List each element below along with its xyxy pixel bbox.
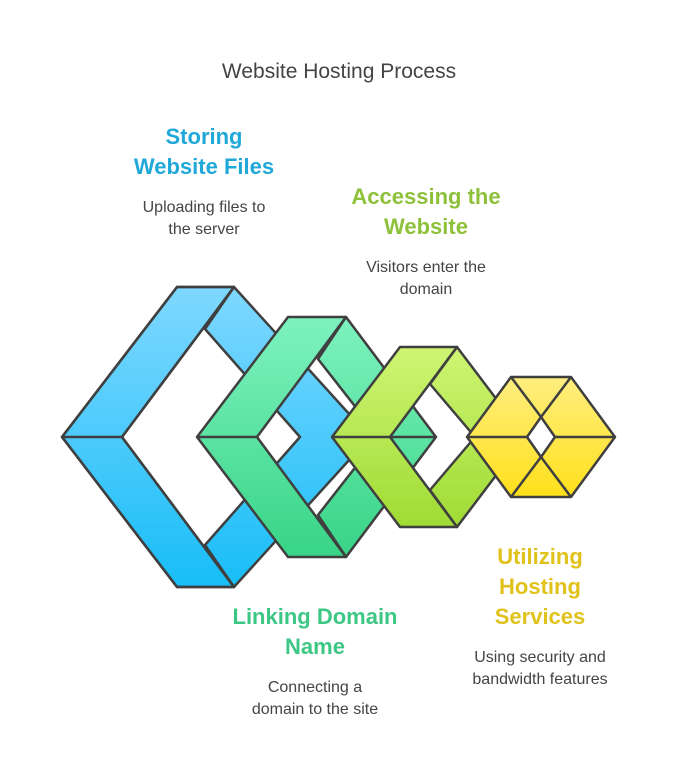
page-title: Website Hosting Process: [221, 60, 457, 83]
step-4-description: Using security and bandwidth features: [472, 649, 608, 688]
step-4-title: Utilizing Hosting Services: [494, 544, 586, 629]
step-3-description: Visitors enter the domain: [366, 259, 486, 298]
blue-chevron-shape: [60, 285, 372, 589]
step-3-title: Accessing the Website: [351, 184, 501, 239]
green-chevron-shape: [195, 315, 438, 559]
step-1-title: Storing Website Files: [133, 124, 275, 179]
step-2-title: Linking Domain Name: [232, 604, 398, 659]
step-2-description: Connecting a domain to the site: [251, 679, 379, 718]
step-1-description: Uploading files to the server: [142, 199, 266, 238]
yellow-hexagon-shape: [465, 375, 617, 499]
